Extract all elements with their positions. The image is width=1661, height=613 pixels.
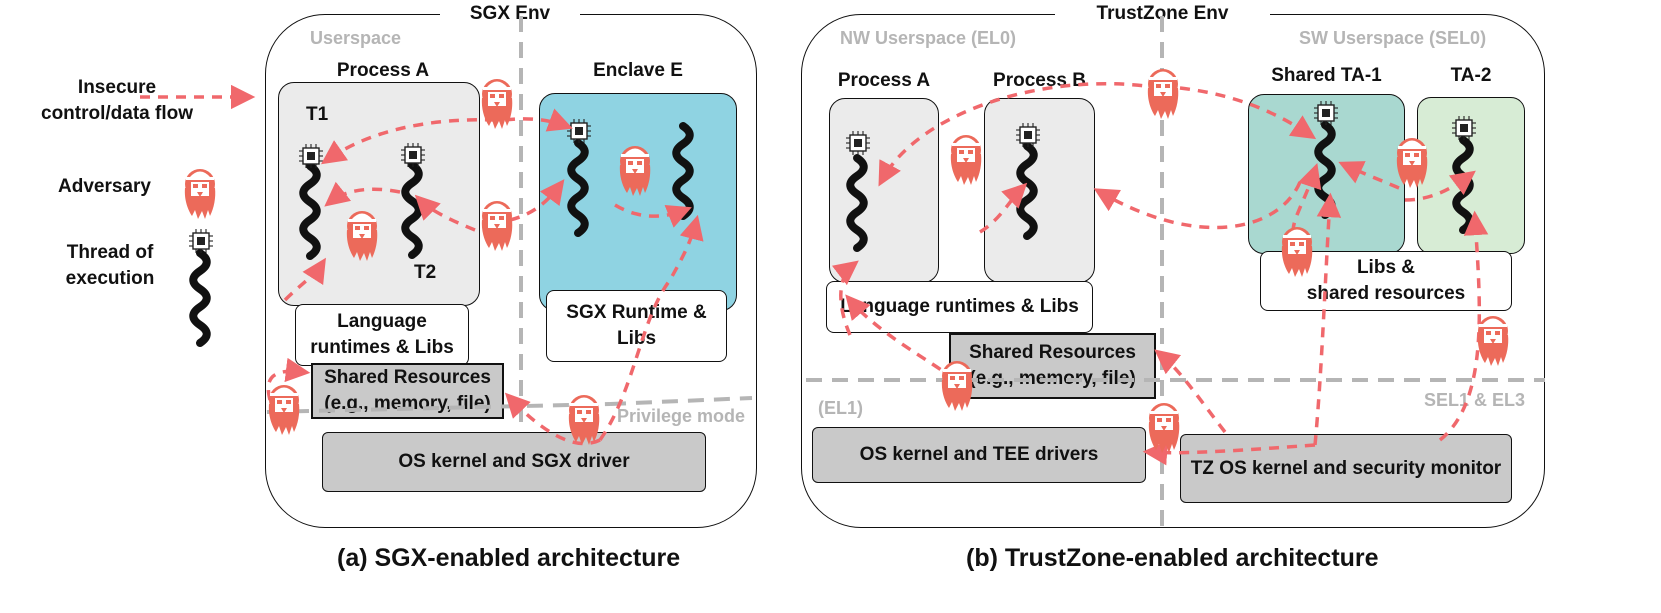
sgx-userspace-label: Userspace xyxy=(310,28,402,48)
thread-t1-label: T1 xyxy=(306,104,329,125)
sgx-runtime-line1: SGX Runtime & xyxy=(566,302,707,323)
tz-tz-kernel-label: TZ OS kernel and security monitor xyxy=(1190,457,1502,479)
legend-flow-line1: Insecure xyxy=(77,77,157,98)
tz-language-runtimes: Language runtimes & Libs xyxy=(826,281,1093,333)
sgx-privilege-mode-label: Privilege mode xyxy=(617,406,746,426)
tz-env-title: TrustZone Env xyxy=(1055,3,1270,25)
thread-icon xyxy=(188,100,1477,343)
sgx-lang-line2: runtimes & Libs xyxy=(310,337,454,358)
tz-shared-line1: Shared Resources xyxy=(969,342,1136,363)
sgx-enclave-label: Enclave E xyxy=(593,60,683,81)
tz-caption: (b) TrustZone-enabled architecture xyxy=(966,544,1379,572)
tz-el1-label: (EL1) xyxy=(818,398,863,418)
sgx-kernel-label: OS kernel and SGX driver xyxy=(398,451,630,472)
sgx-process-a-label: Process A xyxy=(336,60,430,81)
tz-process-a xyxy=(829,98,939,283)
tz-os-kernel-tee: OS kernel and TEE drivers xyxy=(812,427,1146,483)
thread-t2-label: T2 xyxy=(414,262,437,283)
sgx-caption: (a) SGX-enabled architecture xyxy=(337,544,681,572)
tz-lang-label: Language runtimes & Libs xyxy=(840,296,1079,317)
tz-os-kernel-security-monitor: TZ OS kernel and security monitor xyxy=(1180,434,1512,503)
tz-process-a-label: Process A xyxy=(837,70,931,91)
tz-nw-userspace-label: NW Userspace (EL0) xyxy=(840,28,1017,48)
tz-libs-line1: Libs & xyxy=(1356,257,1416,278)
tz-sel-label: SEL1 & EL3 xyxy=(1424,390,1526,410)
legend-thread-line1: Thread of xyxy=(66,242,154,263)
legend-thread-line2: execution xyxy=(65,268,155,289)
adversary-icon xyxy=(184,69,1509,453)
dashed-arrow-icon xyxy=(140,81,1489,466)
sgx-env-title: SGX Env xyxy=(440,3,580,25)
legend-thread-label: Thread of execution xyxy=(55,240,165,292)
sgx-language-runtimes: Language runtimes & Libs xyxy=(295,304,469,366)
sgx-lang-line1: Language xyxy=(337,311,427,332)
sgx-privilege-divider xyxy=(266,402,611,414)
tz-shared-resources: Shared Resources(e.g., memory, file) xyxy=(949,333,1156,399)
tz-libs-line2: shared resources xyxy=(1306,283,1466,304)
legend-adversary-label: Adversary xyxy=(58,176,151,197)
sgx-runtime-libs: SGX Runtime &Libs xyxy=(546,290,727,362)
tz-shared-ta-label: Shared TA-1 xyxy=(1271,65,1382,86)
legend-flow-line2: control/data flow xyxy=(41,103,193,124)
legend-flow-label: Insecure control/data flow xyxy=(22,75,212,127)
tz-sw-userspace-label: SW Userspace (SEL0) xyxy=(1299,28,1487,48)
tz-os-kernel-label: OS kernel and TEE drivers xyxy=(859,444,1099,465)
sgx-privilege-divider-right xyxy=(609,396,753,406)
sgx-os-kernel: OS kernel and SGX driver xyxy=(322,432,706,492)
tz-ta2-label: TA-2 xyxy=(1450,65,1492,86)
sgx-shared-line1: Shared Resources xyxy=(324,367,491,388)
